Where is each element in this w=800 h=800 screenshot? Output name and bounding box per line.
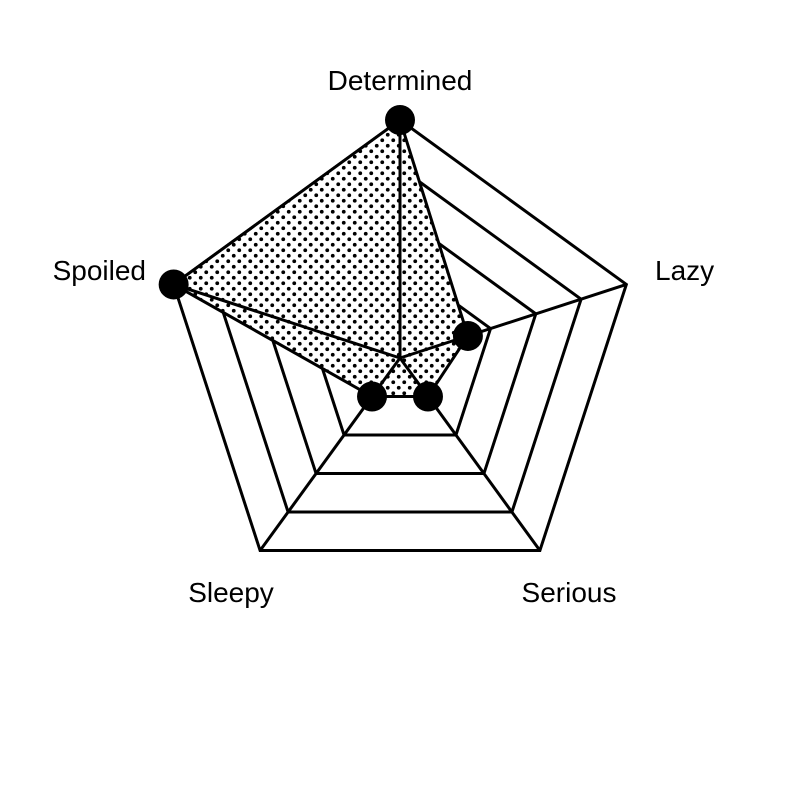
- radar-spoke-spoiled: [173, 283, 401, 360]
- radar-series-area: [170, 117, 470, 399]
- radar-point-sleepy: [357, 381, 388, 412]
- radar-markers: [158, 105, 483, 412]
- radar-point-lazy: [452, 320, 483, 351]
- radar-spoke-lazy: [399, 283, 627, 360]
- axis-label-sleepy: Sleepy: [188, 577, 274, 608]
- axis-labels: Determined Lazy Serious Sleepy Spoiled: [53, 65, 715, 608]
- radar-point-spoiled: [158, 269, 189, 300]
- radar-series: [170, 117, 470, 399]
- radar-point-serious: [412, 381, 443, 412]
- radar-spokes: [173, 120, 627, 552]
- axis-label-spoiled: Spoiled: [53, 255, 146, 286]
- axis-label-serious: Serious: [522, 577, 617, 608]
- axis-label-determined: Determined: [328, 65, 473, 96]
- radar-point-determined: [385, 105, 415, 135]
- axis-label-lazy: Lazy: [655, 255, 714, 286]
